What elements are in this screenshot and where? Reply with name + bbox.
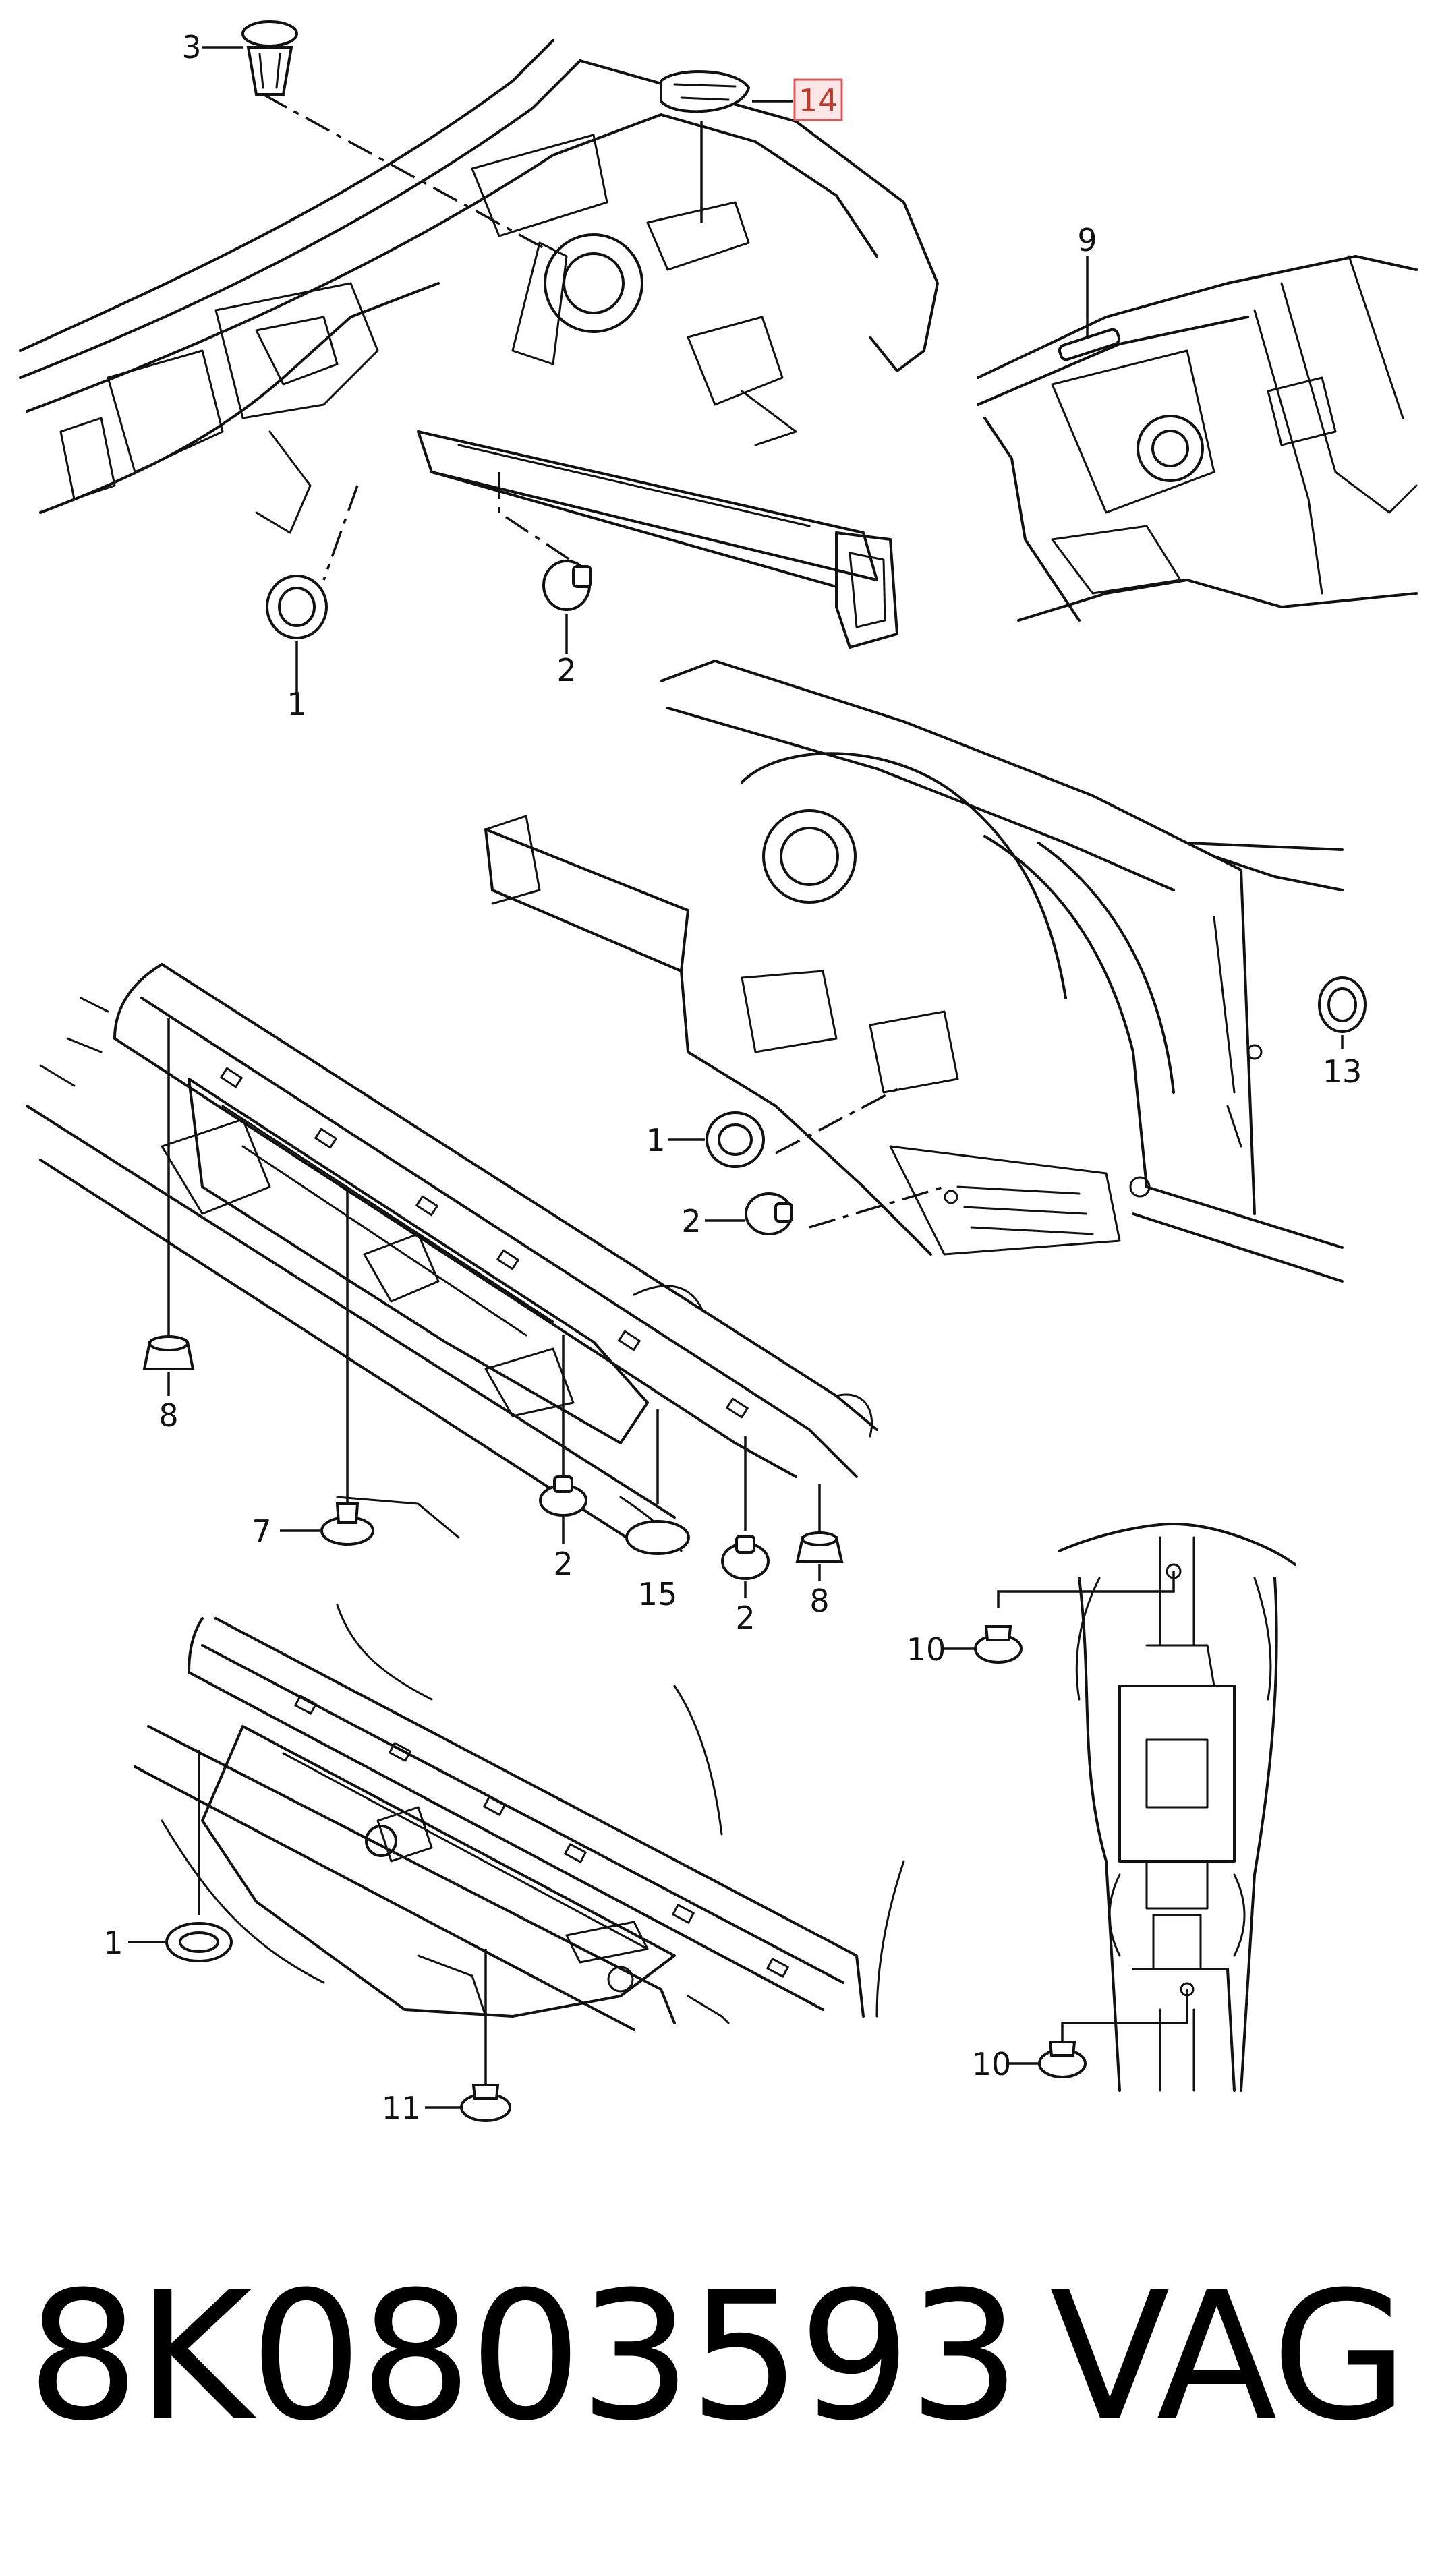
callout-13: 13: [1323, 1053, 1362, 1090]
callout-14: 14: [799, 82, 838, 119]
seal-9-icon: [1058, 328, 1121, 361]
callout-15: 15: [638, 1576, 678, 1612]
nut-8a-icon: [142, 1335, 195, 1370]
callout-2: 2: [556, 652, 576, 689]
callout-1-floor: 1: [103, 1925, 123, 1961]
callout-2-sill-left: 2: [553, 1546, 573, 1582]
part-number: 8K0803593: [27, 2254, 1020, 2459]
callout-7: 7: [252, 1513, 271, 1550]
pad-15-icon: [625, 1520, 690, 1555]
callout-11: 11: [382, 2090, 422, 2126]
clip-7-icon: [320, 1502, 374, 1546]
callout-10-bottom: 10: [972, 2046, 1012, 2082]
callout-10-top: 10: [907, 1631, 946, 1668]
callout-1-rear: 1: [645, 1122, 665, 1159]
callout-14-highlight: 14: [793, 78, 843, 121]
callout-2-rear: 2: [681, 1203, 701, 1239]
plug-2-icon: [542, 560, 592, 611]
view-sill-rail: 8 7 2 15 2 8: [26, 963, 878, 1636]
clip-10a-icon: [974, 1625, 1023, 1664]
plug-2b-icon: [745, 1192, 793, 1235]
view-strut-detail: 9: [977, 222, 1418, 622]
grommet-13-icon: [1318, 976, 1367, 1033]
callout-3: 3: [181, 29, 201, 65]
brand-name: VAG: [1049, 2254, 1408, 2459]
view-floor-tunnel: 10 10: [907, 1523, 1296, 2092]
callout-8-right: 8: [809, 1583, 829, 1619]
grommet-1c-icon: [165, 1922, 233, 1962]
callout-2-sill-right: 2: [735, 1600, 755, 1636]
view-rear-wheel-arch: 13 1 2: [484, 660, 1367, 1283]
view-front-strut-tower: 1 2 3 14: [19, 20, 939, 722]
callout-8-left: 8: [159, 1397, 178, 1434]
clip-11-icon: [460, 2084, 511, 2122]
clip-10b-icon: [1038, 2041, 1087, 2078]
plug-2c-icon: [539, 1475, 587, 1517]
view-floor-panel: 1 11: [103, 1604, 905, 2126]
grommet-1-icon: [266, 575, 328, 639]
callout-1: 1: [287, 686, 306, 722]
callout-9: 9: [1077, 222, 1097, 258]
clip-3-icon: [241, 20, 298, 96]
nut-8b-icon: [795, 1531, 844, 1563]
plug-2d-icon: [721, 1535, 770, 1580]
grommet-1b-icon: [706, 1111, 765, 1168]
cover-14-icon: [660, 70, 751, 113]
